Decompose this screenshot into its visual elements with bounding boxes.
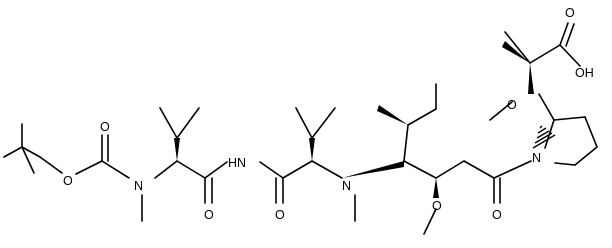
bond — [559, 22, 569, 46]
wedge-bond — [309, 138, 315, 161]
bond-lines — [3, 22, 598, 235]
bond — [154, 160, 178, 179]
wedge-bond — [528, 63, 534, 94]
atom-label-n: N — [342, 179, 351, 193]
bond — [423, 208, 437, 235]
bond — [529, 44, 561, 64]
bond — [159, 107, 178, 139]
bond — [407, 108, 437, 126]
atom-label-o: O — [100, 120, 110, 134]
bond — [553, 116, 586, 121]
bond — [176, 107, 200, 139]
bond — [403, 124, 409, 162]
bond — [75, 160, 103, 175]
wedge-bond — [174, 138, 180, 161]
bond — [574, 146, 598, 166]
atom-label-o: O — [204, 208, 214, 222]
atom-label-o: O — [565, 6, 575, 20]
wedge-bond — [377, 105, 408, 125]
bond — [204, 161, 228, 179]
bond — [282, 160, 313, 179]
wedge-bond — [502, 41, 530, 63]
atom-label-o: O — [492, 208, 502, 222]
bond — [565, 23, 575, 47]
bond — [435, 160, 465, 179]
bond — [21, 146, 35, 174]
bond — [489, 101, 513, 121]
atom-label-n: N — [532, 151, 541, 165]
bond — [554, 162, 576, 166]
bond — [101, 160, 130, 179]
bond — [403, 160, 437, 179]
bond — [176, 160, 206, 179]
bond — [311, 160, 343, 179]
bond — [463, 160, 495, 179]
atom-labels: OH O O N O O N O HN O N O O — [63, 6, 594, 222]
bond — [559, 44, 581, 67]
atom-label-n: N — [134, 179, 143, 193]
atom-label-o: O — [507, 98, 517, 112]
atom-label-o: O — [432, 199, 442, 213]
wedge-bond — [342, 161, 404, 178]
bond — [259, 161, 284, 179]
atom-label-hn: HN — [228, 156, 246, 170]
bond — [295, 107, 313, 139]
atom-label-o: O — [275, 208, 285, 222]
bond — [493, 160, 532, 179]
atom-label-oh: OH — [575, 66, 594, 80]
wedge-bond — [433, 178, 439, 198]
bond — [538, 93, 555, 121]
stereo-bonds — [174, 41, 556, 198]
bond — [311, 107, 336, 139]
atom-label-o: O — [63, 174, 73, 188]
hash-bond — [532, 125, 556, 149]
bond — [504, 31, 531, 64]
bond — [584, 116, 598, 148]
bond — [39, 156, 63, 174]
